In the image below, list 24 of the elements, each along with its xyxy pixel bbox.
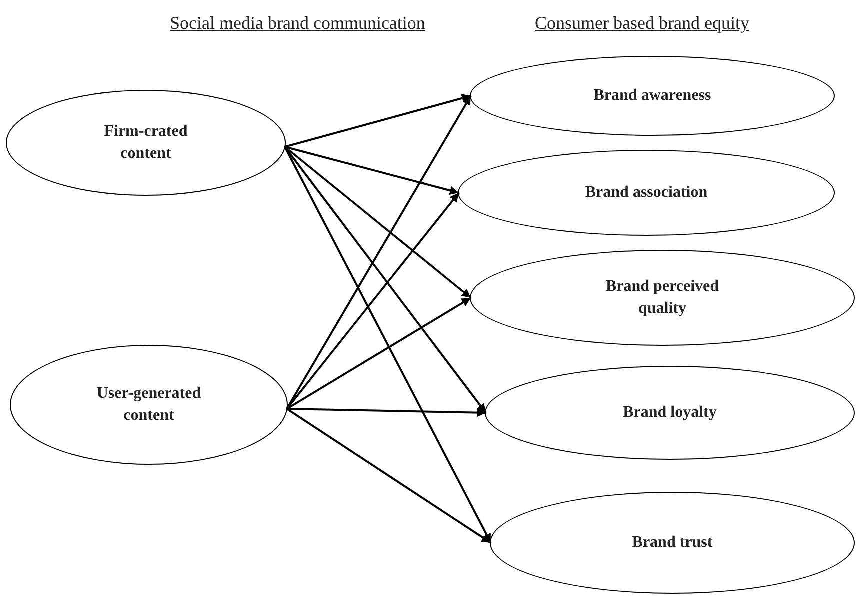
node-label: Brand perceived quality bbox=[604, 277, 720, 319]
node-label: User-generated content bbox=[96, 384, 202, 426]
arrow bbox=[286, 408, 486, 418]
arrow bbox=[284, 146, 492, 544]
node-label: Brand awareness bbox=[594, 86, 712, 106]
arrow bbox=[286, 192, 460, 410]
ellipse-node bbox=[485, 366, 855, 460]
arrow bbox=[284, 146, 460, 196]
ellipse-node bbox=[470, 56, 835, 136]
arrow bbox=[284, 146, 487, 414]
arrow bbox=[286, 408, 492, 544]
node-label: Brand loyalty bbox=[623, 403, 717, 424]
ellipse-node bbox=[10, 345, 288, 465]
ellipse-node bbox=[490, 492, 855, 594]
node-label: Brand trust bbox=[632, 533, 713, 554]
ellipse-node bbox=[470, 250, 855, 346]
node-label: Brand association bbox=[585, 183, 708, 204]
arrow bbox=[284, 94, 472, 148]
arrow bbox=[286, 297, 472, 410]
column-heading: Consumer based brand equity bbox=[535, 12, 750, 35]
ellipse-node bbox=[458, 150, 835, 236]
column-heading: Social media brand communication bbox=[170, 12, 426, 35]
node-label: Firm-crated content bbox=[103, 122, 189, 164]
ellipse-node bbox=[6, 90, 286, 196]
